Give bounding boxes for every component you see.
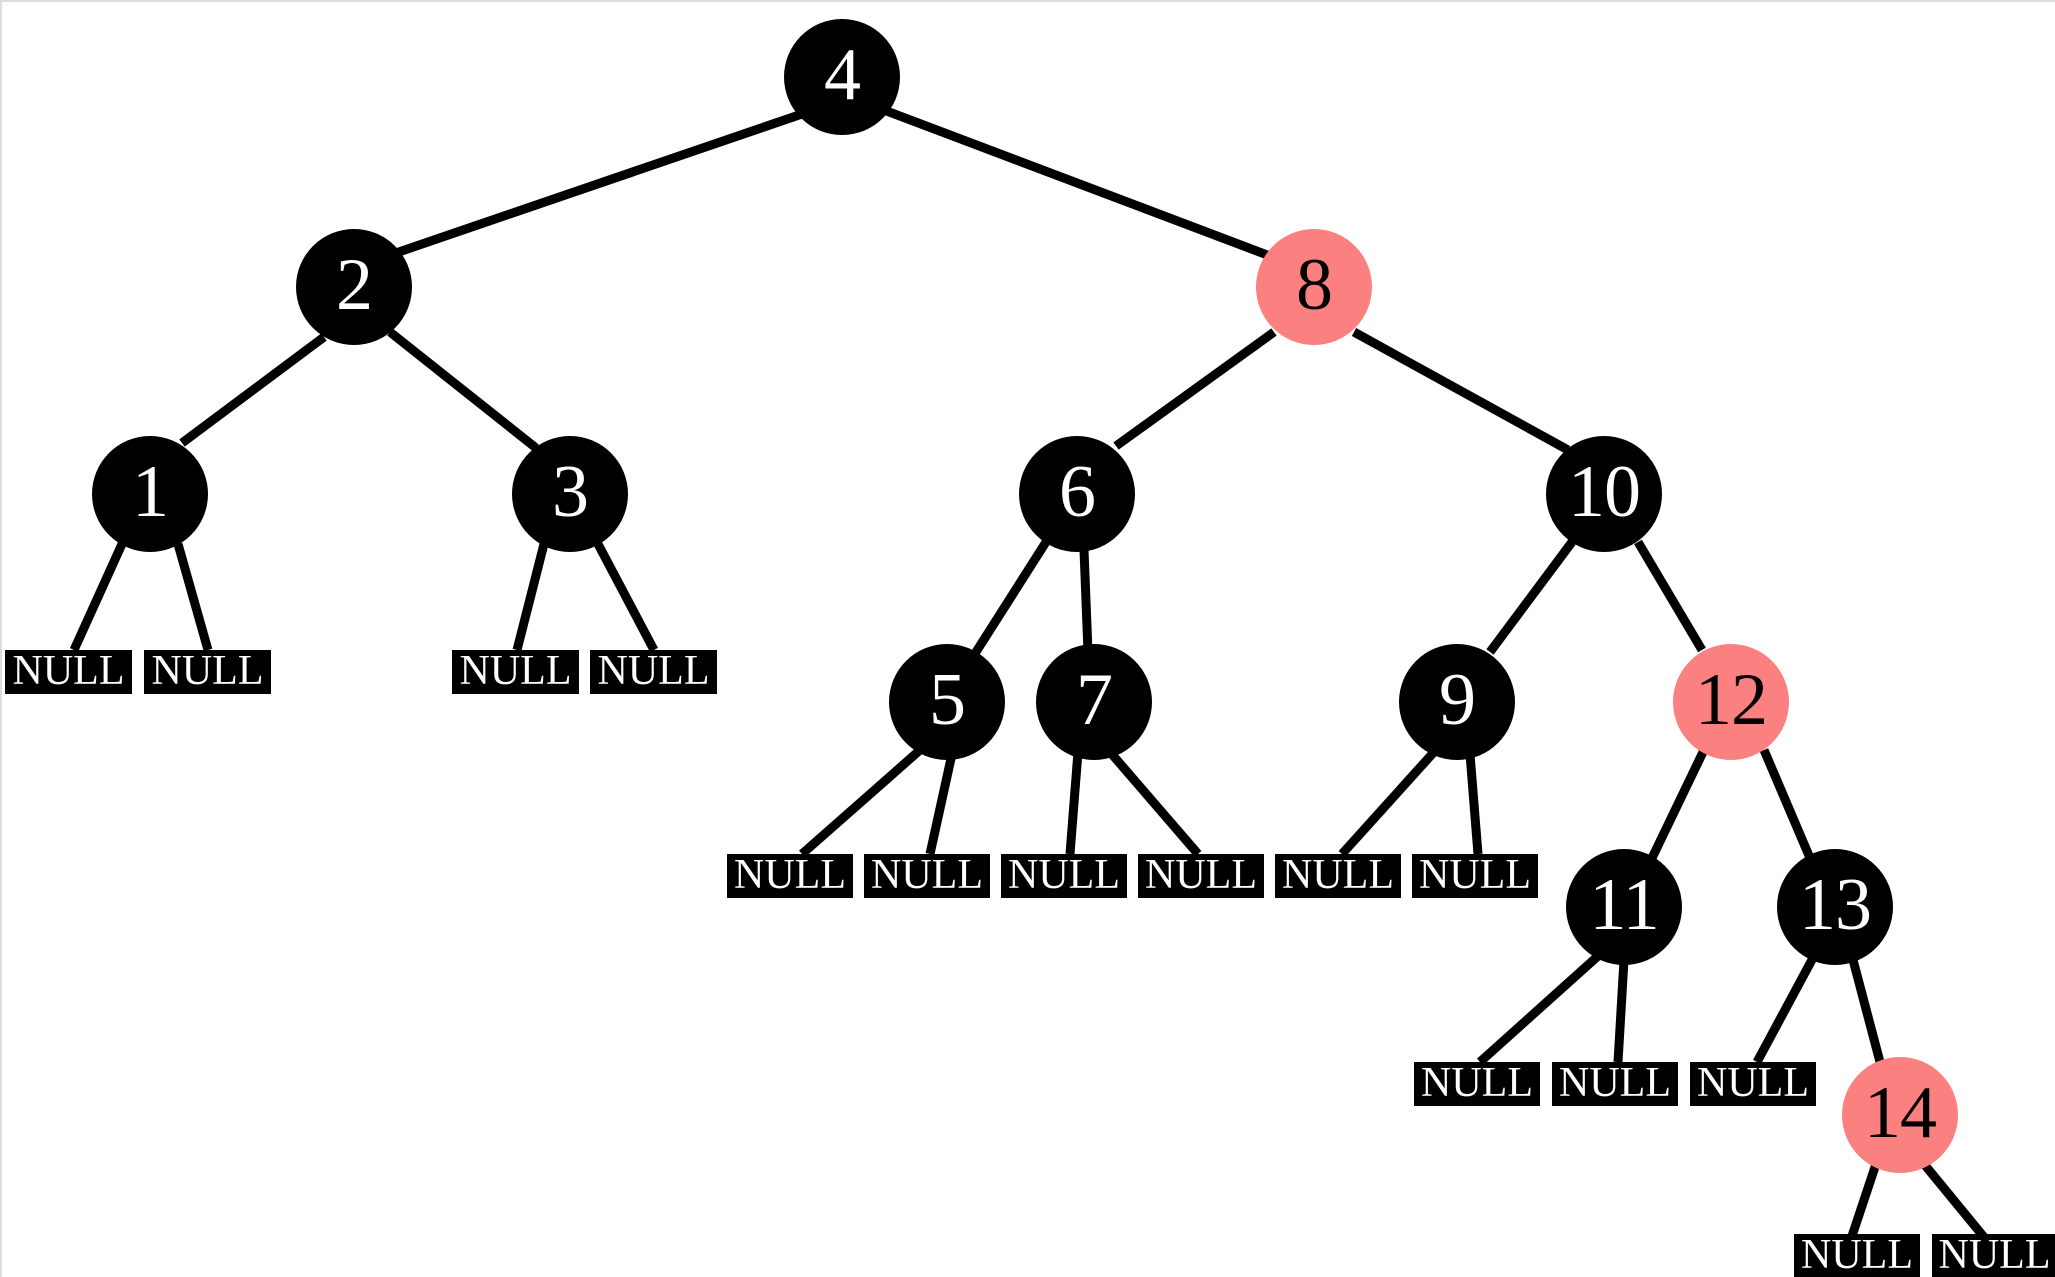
tree-null-label: NULL: [1697, 1060, 1809, 1106]
tree-null-leaf: NULL: [144, 648, 271, 694]
tree-edge-n9-null10: [1465, 753, 1483, 855]
tree-node-label: 2: [336, 244, 373, 326]
tree-edge-n4-n8: [882, 105, 1272, 261]
tree-node-label: 10: [1568, 451, 1641, 533]
tree-node-10[interactable]: 10: [1546, 436, 1662, 552]
tree-null-label: NULL: [1282, 852, 1394, 898]
tree-null-leaf: NULL: [1275, 852, 1401, 898]
tree-node-label: 13: [1799, 864, 1872, 946]
tree-node-5[interactable]: 5: [889, 644, 1005, 760]
tree-null-label: NULL: [734, 852, 846, 898]
tree-edge-n9-null9: [1338, 748, 1438, 858]
tree-edge-n8-n10: [1351, 328, 1571, 454]
tree-edge-n8-n6: [1113, 328, 1277, 450]
tree-edge-n10-n9: [1486, 539, 1576, 655]
tree-null-leaf: NULL: [864, 852, 990, 898]
tree-node-label: 1: [132, 451, 169, 533]
tree-null-label: NULL: [459, 648, 572, 694]
tree-edge-n7-null8: [1106, 749, 1202, 857]
tree-null-leaf: NULL: [727, 852, 853, 898]
tree-null-label: NULL: [1801, 1232, 1913, 1277]
tree-edge-n13-n14: [1847, 954, 1885, 1064]
tree-null-leaf: NULL: [1552, 1060, 1678, 1106]
tree-edge-n12-n13: [1759, 748, 1815, 860]
tree-null-label: NULL: [12, 648, 125, 694]
tree-node-2[interactable]: 2: [296, 229, 412, 345]
tree-edge-n1-null2: [173, 542, 213, 652]
tree-null-leaf: NULL: [590, 648, 717, 694]
tree-edge-n2-n3: [387, 328, 539, 452]
tree-node-13[interactable]: 13: [1777, 849, 1893, 965]
tree-edge-n3-null4: [594, 541, 658, 653]
tree-null-label: NULL: [1938, 1232, 2051, 1277]
tree-null-label: NULL: [1419, 852, 1531, 898]
tree-node-7[interactable]: 7: [1036, 644, 1152, 760]
tree-node-label: 4: [824, 34, 861, 116]
tree-node-14[interactable]: 14: [1842, 1057, 1958, 1173]
tree-edge-n7-null7: [1065, 751, 1083, 855]
tree-node-label: 11: [1589, 864, 1659, 946]
tree-node-12[interactable]: 12: [1673, 644, 1789, 760]
tree-null-label: NULL: [1559, 1060, 1671, 1106]
tree-node-label: 3: [552, 451, 589, 533]
tree-node-label: 8: [1296, 244, 1333, 326]
tree-edge-n6-n7: [1079, 549, 1093, 653]
tree-edge-n14-null14: [1845, 1162, 1881, 1244]
tree-edge-n11-null12: [1613, 959, 1629, 1063]
tree-edge-n4-n2: [388, 109, 804, 260]
tree-edge-n11-null11: [1476, 952, 1602, 1066]
tree-node-label: 7: [1076, 659, 1113, 741]
tree-node-label: 14: [1864, 1072, 1937, 1154]
tree-edge-n14-null15: [1920, 1161, 1992, 1245]
tree-edge-n12-n11: [1647, 748, 1709, 860]
tree-node-1[interactable]: 1: [92, 436, 208, 552]
tree-null-label: NULL: [871, 852, 983, 898]
tree-edge-n3-null3: [512, 542, 549, 652]
tree-null-leaf: NULL: [5, 648, 132, 694]
tree-null-label: NULL: [597, 648, 710, 694]
tree-node-3[interactable]: 3: [512, 436, 628, 552]
tree-null-label: NULL: [1145, 852, 1257, 898]
tree-node-9[interactable]: 9: [1399, 644, 1515, 760]
tree-edge-n10-n12: [1634, 539, 1706, 653]
tree-node-11[interactable]: 11: [1566, 849, 1682, 965]
tree-null-leaf: NULL: [1794, 1232, 1920, 1277]
tree-edge-n13-null13: [1753, 953, 1818, 1065]
tree-node-label: 5: [929, 659, 966, 741]
tree-node-8[interactable]: 8: [1256, 229, 1372, 345]
tree-node-label: 12: [1695, 659, 1768, 741]
tree-null-label: NULL: [1008, 852, 1120, 898]
tree-edge-n5-null6: [925, 753, 957, 855]
tree-null-label: NULL: [1421, 1060, 1533, 1106]
tree-null-leaf: NULL: [452, 648, 579, 694]
tree-null-leaf: NULL: [1138, 852, 1264, 898]
tree-node-label: 9: [1439, 659, 1476, 741]
tree-node-label: 6: [1059, 451, 1096, 533]
tree-node-4[interactable]: 4: [784, 19, 900, 135]
tree-null-label: NULL: [151, 648, 264, 694]
tree-edge-n6-n5: [972, 539, 1050, 655]
tree-edge-n2-n1: [179, 333, 327, 447]
tree-null-leaf: NULL: [1690, 1060, 1816, 1106]
tree-null-leaf: NULL: [1001, 852, 1127, 898]
tree-null-leaf: NULL: [1932, 1232, 2055, 1277]
tree-edge-n1-null1: [69, 542, 127, 652]
tree-node-6[interactable]: 6: [1019, 436, 1135, 552]
tree-null-leaf: NULL: [1414, 1060, 1540, 1106]
tree-edge-n5-null5: [799, 746, 923, 858]
tree-null-leaf: NULL: [1412, 852, 1538, 898]
